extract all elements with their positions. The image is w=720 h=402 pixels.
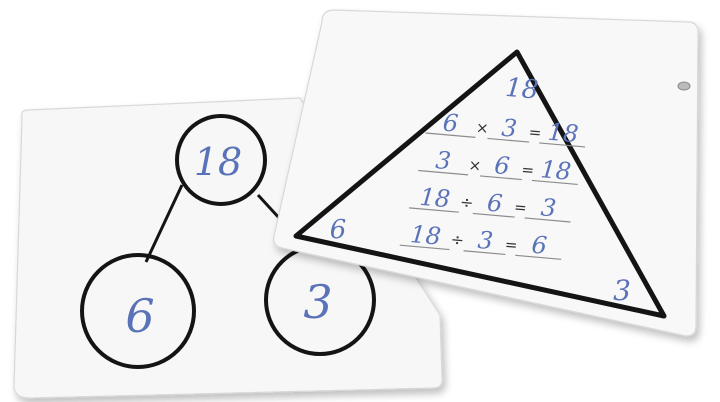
fact-3-a: 18	[419, 183, 452, 214]
fact-1-a: 6	[442, 109, 460, 138]
part-number-right: 3	[303, 275, 332, 329]
fact-3-b: 6	[486, 189, 504, 218]
triangle-top-number: 18	[504, 73, 540, 106]
fact-4-a: 18	[409, 220, 442, 251]
fact-3-operator: ÷	[459, 192, 474, 212]
fact-1-operator: ×	[475, 118, 489, 137]
fact-2-operator: ×	[468, 156, 482, 175]
fact-3-result: 3	[540, 193, 558, 222]
fact-4-b: 3	[477, 226, 495, 255]
triangle-left-number: 6	[330, 215, 347, 245]
corner-hole	[678, 82, 690, 90]
part-number-left: 6	[125, 289, 154, 343]
fact-2-b: 6	[493, 151, 511, 180]
fact-1-equals: =	[528, 123, 542, 142]
fact-1-result: 18	[547, 118, 580, 149]
triangle-right-number: 3	[613, 274, 631, 307]
whole-number: 18	[194, 140, 242, 184]
fact-4-operator: ÷	[450, 230, 465, 250]
fact-3-equals: =	[513, 198, 527, 217]
fact-2-result: 18	[539, 155, 572, 186]
fact-2-a: 3	[434, 146, 452, 175]
fact-2-equals: =	[521, 161, 535, 180]
fact-4-result: 6	[530, 231, 548, 260]
fact-4-equals: =	[504, 235, 518, 254]
fact-1-b: 3	[501, 114, 519, 143]
